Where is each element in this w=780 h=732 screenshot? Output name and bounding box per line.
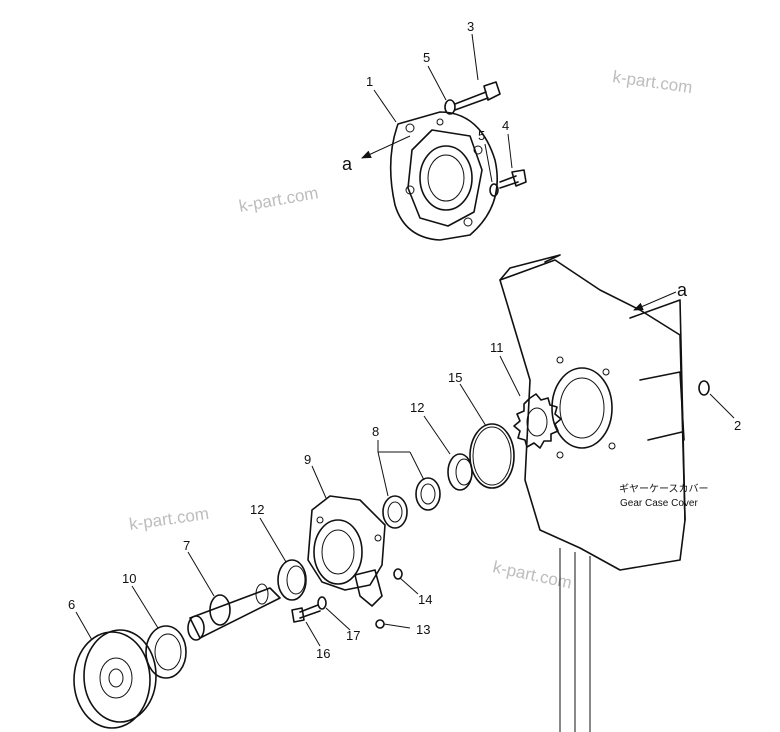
callout-13: 13 <box>416 622 430 637</box>
callout-17: 17 <box>346 628 360 643</box>
callout-15: 15 <box>448 370 462 385</box>
bolt <box>499 169 527 189</box>
o-ring-small <box>393 568 403 580</box>
oil-seal <box>277 559 307 601</box>
o-ring-small <box>698 380 710 396</box>
watermark: k-part.com <box>611 67 693 97</box>
plug <box>375 619 385 629</box>
gear-case-cover <box>499 254 686 732</box>
callout-1: 1 <box>366 74 373 89</box>
oil-seal <box>447 453 473 491</box>
callout-12: 12 <box>410 400 424 415</box>
callout-8: 8 <box>372 424 379 439</box>
watermark: k-part.com <box>237 183 319 216</box>
callout-5: 5 <box>423 50 430 65</box>
washer <box>489 183 499 197</box>
callout-3: 3 <box>467 19 474 34</box>
callout-16: 16 <box>316 646 330 661</box>
callout-9: 9 <box>304 452 311 467</box>
callout-14: 14 <box>418 592 432 607</box>
cover-plate <box>389 111 498 241</box>
callout-2: 2 <box>734 418 741 433</box>
washer <box>317 596 327 610</box>
gear-case-cover-caption-en: Gear Case Cover <box>620 498 698 509</box>
gear-case-cover-caption-jp: ギヤーケースカバー <box>619 483 709 495</box>
bolt <box>454 81 501 111</box>
callout-5: 5 <box>478 128 485 143</box>
shaft <box>187 583 281 641</box>
bearing <box>382 495 408 529</box>
callout-4: 4 <box>502 118 509 133</box>
washer <box>444 99 456 115</box>
callout-6: 6 <box>68 597 75 612</box>
arrow-label: a <box>342 154 353 174</box>
o-ring <box>469 423 515 489</box>
arrow-label: a <box>677 280 688 300</box>
callout-12: 12 <box>250 502 264 517</box>
watermark: k-part.com <box>491 557 573 592</box>
watermark: k-part.com <box>128 504 210 534</box>
bearing <box>145 625 187 679</box>
bearing <box>415 477 441 511</box>
bearing-housing <box>307 495 386 607</box>
callout-11: 11 <box>490 340 504 355</box>
gear <box>513 393 562 449</box>
callout-7: 7 <box>183 538 190 553</box>
callout-10: 10 <box>122 571 136 586</box>
pulley <box>73 629 157 729</box>
bolt <box>291 604 321 623</box>
